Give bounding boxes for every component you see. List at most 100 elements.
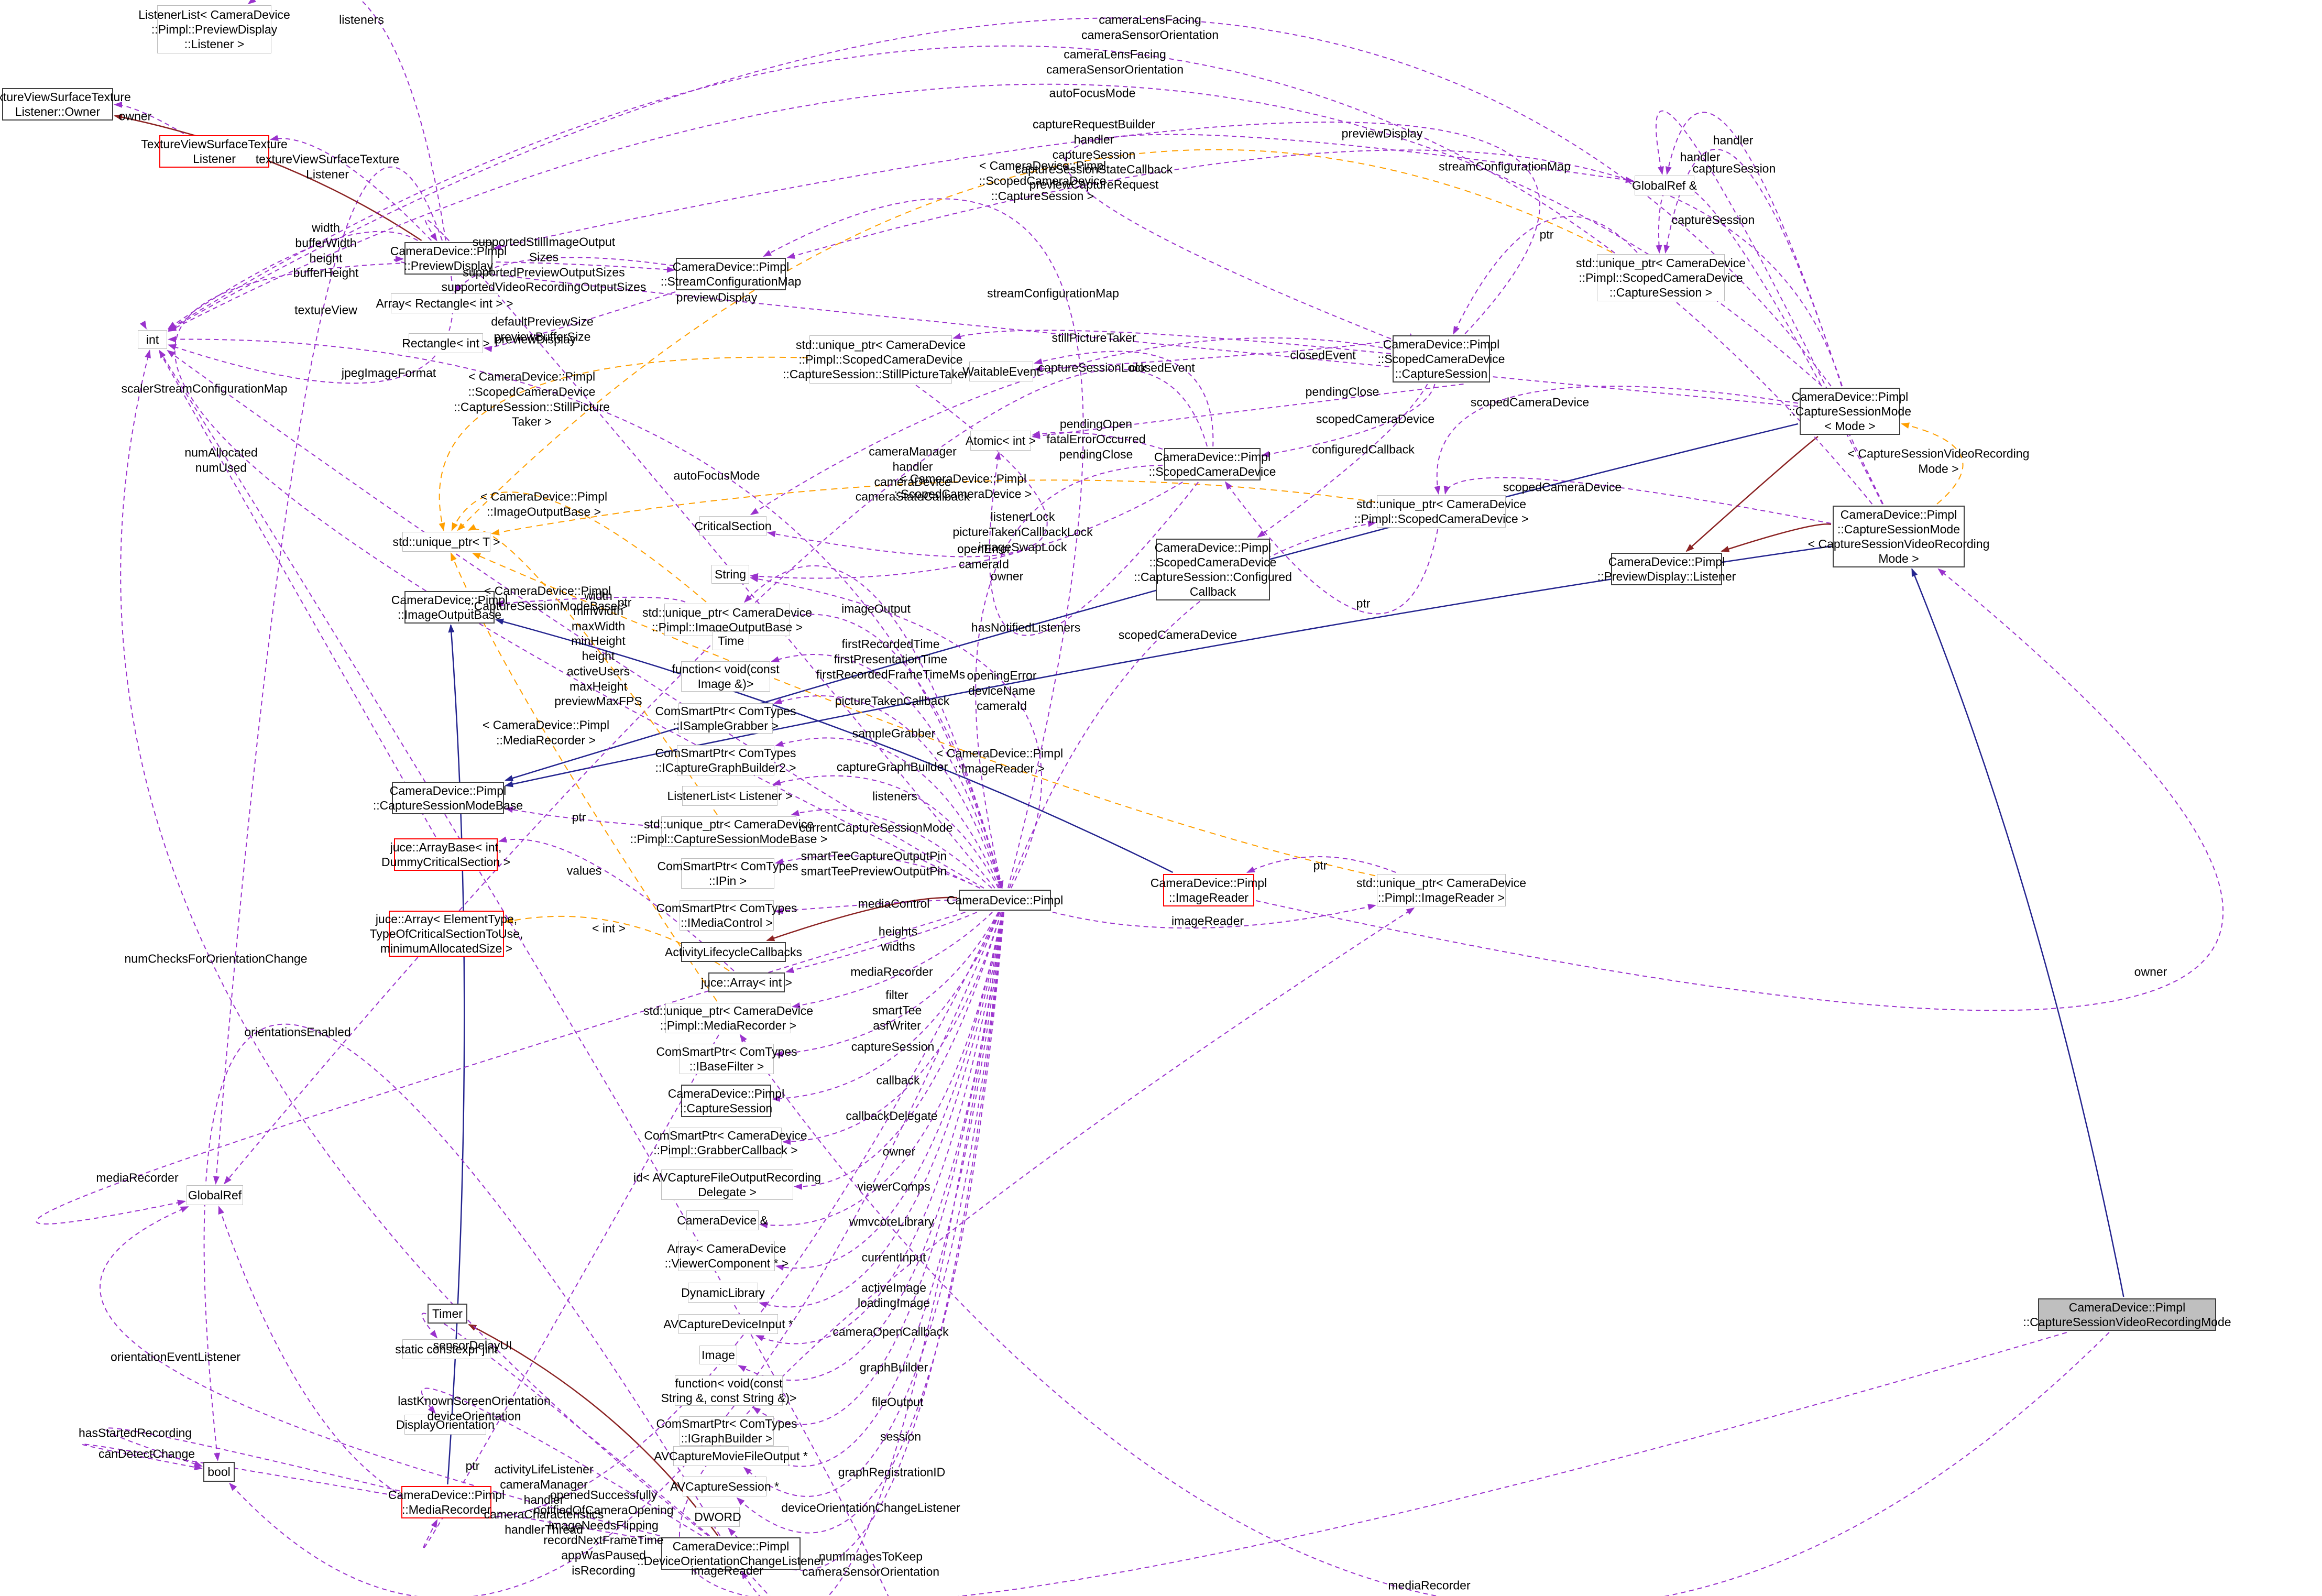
class-node-dynLibrary[interactable]: DynamicLibrary (681, 1283, 765, 1303)
class-node-label: CameraDevice::Pimpl ::ScopedCameraDevice (1148, 450, 1276, 478)
class-node-configuredCb[interactable]: CameraDevice::Pimpl ::ScopedCameraDevice… (1134, 539, 1292, 600)
class-node-uniquePtrSCDCS[interactable]: std::unique_ptr< CameraDevice ::Pimpl::S… (1576, 254, 1746, 301)
class-node-imageOutputBase[interactable]: CameraDevice::Pimpl ::ImageOutputBase (391, 591, 508, 624)
class-node-boolBox[interactable]: bool (203, 1462, 235, 1482)
class-node-label: function< void(const Image &)> (672, 662, 780, 691)
class-node-time[interactable]: Time (713, 631, 749, 650)
class-node-label: CriticalSection (694, 519, 772, 533)
class-node-arrViewerComp[interactable]: Array< CameraDevice ::ViewerComponent * … (665, 1241, 788, 1271)
edge-template-uniquePtrSCDCS-uniquePtrT (457, 149, 1613, 531)
class-node-label: std::unique_ptr< CameraDevice ::Pimpl::I… (1356, 876, 1527, 904)
class-node-dword[interactable]: DWORD (694, 1507, 741, 1527)
class-node-waitableEvent[interactable]: WaitableEvent (962, 362, 1040, 381)
class-node-critSection[interactable]: CriticalSection (695, 516, 772, 536)
class-node-streamConfigMap[interactable]: CameraDevice::Pimpl ::StreamConfiguratio… (661, 258, 801, 290)
class-node-uniquePtrImageOutputBase[interactable]: std::unique_ptr< CameraDevice ::Pimpl::I… (642, 604, 812, 636)
class-node-label: CameraDevice::Pimpl ::ScopedCameraDevice… (1134, 540, 1292, 599)
class-node-comIPin[interactable]: ComSmartPtr< ComTypes ::IPin > (657, 858, 798, 889)
edge-member-previewDisplay-tvstListener (270, 135, 432, 241)
edge-member-uniquePtrSPT-critSection (767, 385, 1048, 557)
class-node-comGrabberCb[interactable]: ComSmartPtr< CameraDevice ::Pimpl::Grabb… (644, 1128, 807, 1158)
edge-member-scd-atomicInt (1032, 430, 1163, 450)
class-node-comIMediaControl[interactable]: ComSmartPtr< ComTypes ::IMediaControl > (656, 900, 797, 931)
class-node-rectInt[interactable]: Rectangle< int > (402, 333, 490, 353)
class-node-label: ComSmartPtr< ComTypes ::ISampleGrabber > (655, 704, 796, 733)
edge-inherit-red-devOCL-timer (468, 1324, 719, 1536)
edge-inherit-blue-greyBox-videoRecMode (1911, 568, 2124, 1297)
edge-member-pimpl-idAVDelegate (794, 912, 1002, 1190)
class-node-avMovieFileOutput[interactable]: AVCaptureMovieFileOutput * (654, 1446, 808, 1466)
class-node-llPreview[interactable]: ListenerList< CameraDevice ::Pimpl::Prev… (138, 5, 290, 53)
class-node-fnStrStr[interactable]: function< void(const String &, const Str… (661, 1375, 796, 1406)
class-node-uniquePtrIR[interactable]: std::unique_ptr< CameraDevice ::Pimpl::I… (1356, 874, 1526, 906)
class-node-label: ComSmartPtr< ComTypes ::IGraphBuilder > (656, 1416, 797, 1445)
class-node-greyBox[interactable]: CameraDevice::Pimpl ::CaptureSessionVide… (2023, 1298, 2231, 1331)
edge-member-scdCapSession-globalRefAmp (1065, 134, 1634, 340)
class-node-intBox[interactable]: int (138, 330, 167, 349)
edge-member-mediaRecRed-boolBox (105, 1427, 400, 1492)
edge-member-previewDisplay-llPreview (247, 0, 446, 241)
edge-member-videoRecMode-globalRefAmp (1655, 110, 1884, 505)
class-node-previewDisplay[interactable]: CameraDevice::Pimpl ::PreviewDisplay (390, 242, 507, 275)
class-node-scd[interactable]: CameraDevice::Pimpl ::ScopedCameraDevice (1149, 448, 1276, 480)
class-node-label: AVCaptureMovieFileOutput * (654, 1449, 808, 1463)
class-node-label: TextureViewSurfaceTexture Listener (141, 137, 288, 166)
class-node-stringBox[interactable]: String (711, 565, 749, 584)
class-node-globalRef[interactable]: GlobalRef (187, 1185, 243, 1205)
class-node-staticJint[interactable]: static constexpr jint (395, 1339, 498, 1359)
class-node-avCaptureSession[interactable]: AVCaptureSession * (670, 1477, 779, 1496)
class-node-juceArrayInt[interactable]: juce::Array< int > (701, 972, 792, 992)
class-node-uniquePtrMR[interactable]: std::unique_ptr< CameraDevice ::Pimpl::M… (643, 1003, 813, 1033)
class-node-capSessionModeBase[interactable]: CameraDevice::Pimpl ::CaptureSessionMode… (373, 782, 523, 814)
class-node-uniquePtrT[interactable]: std::unique_ptr< T > (392, 532, 500, 552)
class-node-displayOrientation[interactable]: DisplayOrientation (396, 1415, 495, 1435)
class-node-label: WaitableEvent (962, 364, 1040, 378)
class-node-idAVDelegate[interactable]: id< AVCaptureFileOutputRecording Delegat… (633, 1169, 821, 1200)
class-node-label: juce::Array< ElementType, TypeOfCritical… (369, 912, 523, 956)
class-node-comIGraphBuilder[interactable]: ComSmartPtr< ComTypes ::IGraphBuilder > (656, 1416, 797, 1446)
class-node-uniquePtrSCD[interactable]: std::unique_ptr< CameraDevice ::Pimpl::S… (1354, 495, 1529, 528)
class-node-pdListener[interactable]: CameraDevice::Pimpl ::PreviewDisplay::Li… (1597, 553, 1736, 585)
class-node-capModeMode[interactable]: CameraDevice::Pimpl ::CaptureSessionMode… (1789, 388, 1911, 435)
class-node-label: CameraDevice::Pimpl ::CaptureSessionMode… (1808, 507, 1990, 566)
edge-inherit-red-videoRecMode-pdListener (1721, 523, 1832, 552)
class-node-label: std::unique_ptr< T > (392, 534, 500, 549)
class-node-timer[interactable]: Timer (428, 1304, 467, 1324)
class-node-activityLC[interactable]: ActivityLifecycleCallbacks (665, 942, 802, 962)
class-node-fnImage[interactable]: function< void(const Image &)> (672, 661, 780, 692)
class-node-devOCL[interactable]: CameraDevice::Pimpl ::DeviceOrientationC… (637, 1537, 825, 1570)
class-node-imageReaderRed[interactable]: CameraDevice::Pimpl ::ImageReader (1151, 874, 1267, 906)
edge-member-pimpl-fnImage (771, 654, 1002, 889)
edge-member-devOCL-staticJint (421, 1313, 710, 1536)
edge-member-pimpl-previewDisplay (424, 218, 995, 889)
class-node-arrayBaseRed[interactable]: juce::ArrayBase< int, DummyCriticalSecti… (381, 838, 510, 871)
class-node-label: ActivityLifecycleCallbacks (664, 945, 803, 959)
class-node-avDeviceInput[interactable]: AVCaptureDeviceInput * (663, 1314, 793, 1334)
class-node-comIBaseFilter[interactable]: ComSmartPtr< ComTypes ::IBaseFilter > (656, 1044, 797, 1074)
class-node-comCaptureGraph[interactable]: ComSmartPtr< ComTypes ::ICaptureGraphBui… (655, 745, 796, 775)
class-node-imageBox[interactable]: Image (699, 1346, 737, 1364)
class-node-uniquePtrSPT[interactable]: std::unique_ptr< CameraDevice ::Pimpl::S… (783, 335, 979, 384)
class-node-arrayElemRed[interactable]: juce::Array< ElementType, TypeOfCritical… (370, 911, 523, 957)
edge-inherit-red-previewDisplay-tvstOwner (114, 114, 422, 242)
edge-member-previewDisplay-globalRef (213, 166, 443, 1185)
class-node-llListener[interactable]: ListenerList< Listener > (667, 786, 793, 806)
class-node-atomicInt[interactable]: Atomic< int > (966, 431, 1036, 451)
class-node-label: static constexpr jint (395, 1342, 498, 1356)
class-node-pimpl[interactable]: CameraDevice::Pimpl (947, 890, 1063, 911)
class-node-tvstOwner[interactable]: TextureViewSurfaceTexture Listener::Owne… (0, 88, 131, 121)
edge-member-pimpl-avCaptureSession (736, 912, 1004, 1534)
class-node-camDevRef[interactable]: CameraDevice & (677, 1210, 768, 1230)
class-node-mediaRecRed[interactable]: CameraDevice::Pimpl ::MediaRecorder (388, 1486, 505, 1518)
class-node-uniquePtrCSMB[interactable]: std::unique_ptr< CameraDevice ::Pimpl::C… (630, 816, 827, 847)
class-node-label: ComSmartPtr< ComTypes ::IBaseFilter > (656, 1044, 797, 1073)
class-node-comSampleGrabber[interactable]: ComSmartPtr< ComTypes ::ISampleGrabber > (655, 703, 796, 734)
class-node-videoRecMode[interactable]: CameraDevice::Pimpl ::CaptureSessionMode… (1808, 506, 1989, 567)
edge-member-previewDisplay-intBox (167, 231, 418, 330)
class-node-globalRefAmp[interactable]: GlobalRef & (1632, 176, 1697, 195)
class-node-capSessionBold[interactable]: CameraDevice::Pimpl ::CaptureSession (668, 1085, 784, 1117)
class-node-arrayRect[interactable]: Array< Rectangle< int > > (376, 293, 513, 313)
class-node-scdCapSession[interactable]: CameraDevice::Pimpl ::ScopedCameraDevice… (1378, 335, 1505, 382)
class-node-tvstListener[interactable]: TextureViewSurfaceTexture Listener (141, 135, 288, 168)
